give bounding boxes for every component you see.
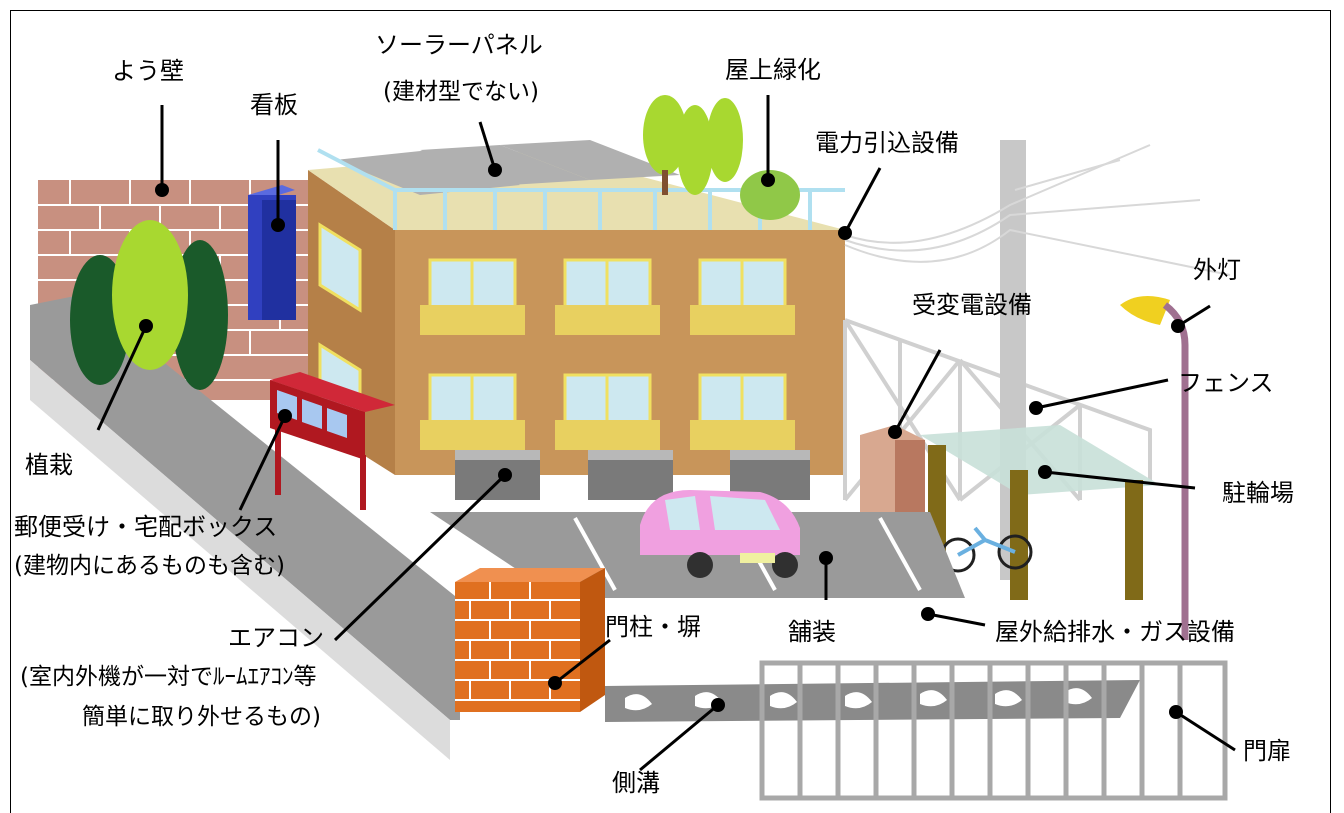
label-mailbox-note: (建物内にあるものも含む)	[14, 552, 285, 581]
gutter	[605, 680, 1140, 722]
label-mailbox: 郵便受け・宅配ボックス	[14, 512, 277, 542]
label-gate-pillar: 門柱・塀	[605, 612, 701, 642]
label-fence: フェンス	[1178, 368, 1274, 398]
label-air-conditioner-note-1: (室内外機が一対でﾙｰﾑｴｱｺﾝ等	[20, 663, 316, 692]
label-gutter: 側溝	[612, 768, 660, 798]
label-gate: 門扉	[1243, 736, 1291, 766]
label-retaining-wall: よう壁	[112, 56, 184, 86]
label-air-conditioner: エアコン	[228, 623, 324, 653]
label-solar-panel: ソーラーパネル	[375, 30, 543, 60]
label-bicycle-parking: 駐輪場	[1222, 478, 1294, 508]
label-planting: 植栽	[25, 450, 73, 480]
label-air-conditioner-note-2: 簡単に取り外せるもの)	[82, 703, 321, 732]
label-power-intake: 電力引込設備	[815, 128, 959, 158]
label-paving: 舗装	[788, 617, 836, 647]
label-signboard: 看板	[250, 90, 298, 120]
label-rooftop-greening: 屋上緑化	[725, 55, 821, 85]
bicycle-shelter	[920, 425, 1160, 600]
label-plumbing-gas: 屋外給排水・ガス設備	[995, 617, 1235, 647]
label-outdoor-light: 外灯	[1193, 255, 1241, 285]
label-substation: 受変電設備	[912, 290, 1032, 320]
gate-pillar	[455, 568, 605, 712]
label-solar-panel-note: (建材型でない)	[383, 78, 539, 107]
signboard	[248, 185, 296, 320]
